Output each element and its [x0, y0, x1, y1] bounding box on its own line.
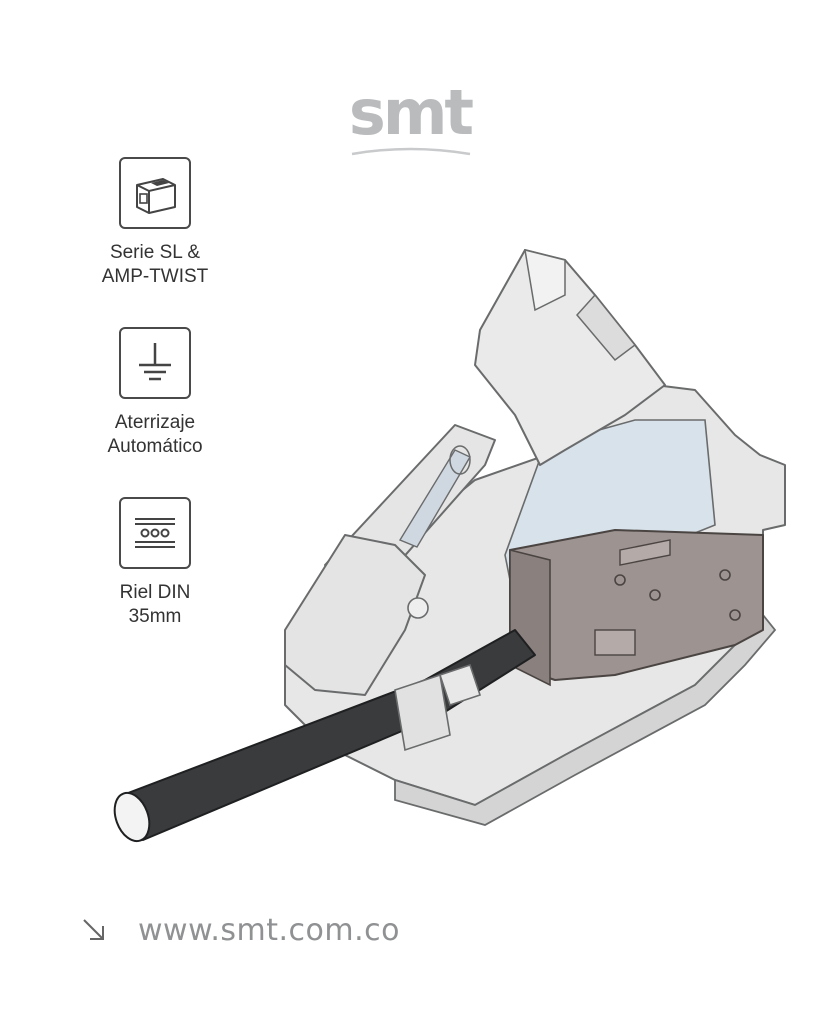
din-rail-connector-illustration — [113, 248, 786, 843]
brand-logo: smt — [340, 78, 480, 162]
ground-icon — [119, 327, 191, 399]
arrow-down-right-icon — [83, 919, 104, 940]
feature-din-line1: Riel DIN — [119, 582, 191, 603]
feature-rj45-line2: AMP-TWIST — [101, 266, 209, 287]
feature-rj45-line1: Serie SL & — [109, 242, 201, 263]
logo-text: smt — [348, 76, 474, 149]
website-link[interactable]: www.smt.com.co — [138, 912, 400, 948]
feature-rj45: Serie SL & AMP-TWIST — [60, 157, 250, 289]
feature-ground-line1: Aterrizaje — [114, 412, 196, 433]
footer: www.smt.com.co — [80, 910, 400, 950]
feature-din-line2: 35mm — [128, 606, 182, 627]
feature-din-rail: Riel DIN 35mm — [60, 497, 250, 629]
feature-ground-line2: Automático — [107, 436, 203, 457]
logo-swoosh — [351, 147, 471, 156]
rj45-jack-icon — [119, 157, 191, 229]
din-rail-icon — [119, 497, 191, 569]
feature-ground: Aterrizaje Automático — [60, 327, 250, 459]
